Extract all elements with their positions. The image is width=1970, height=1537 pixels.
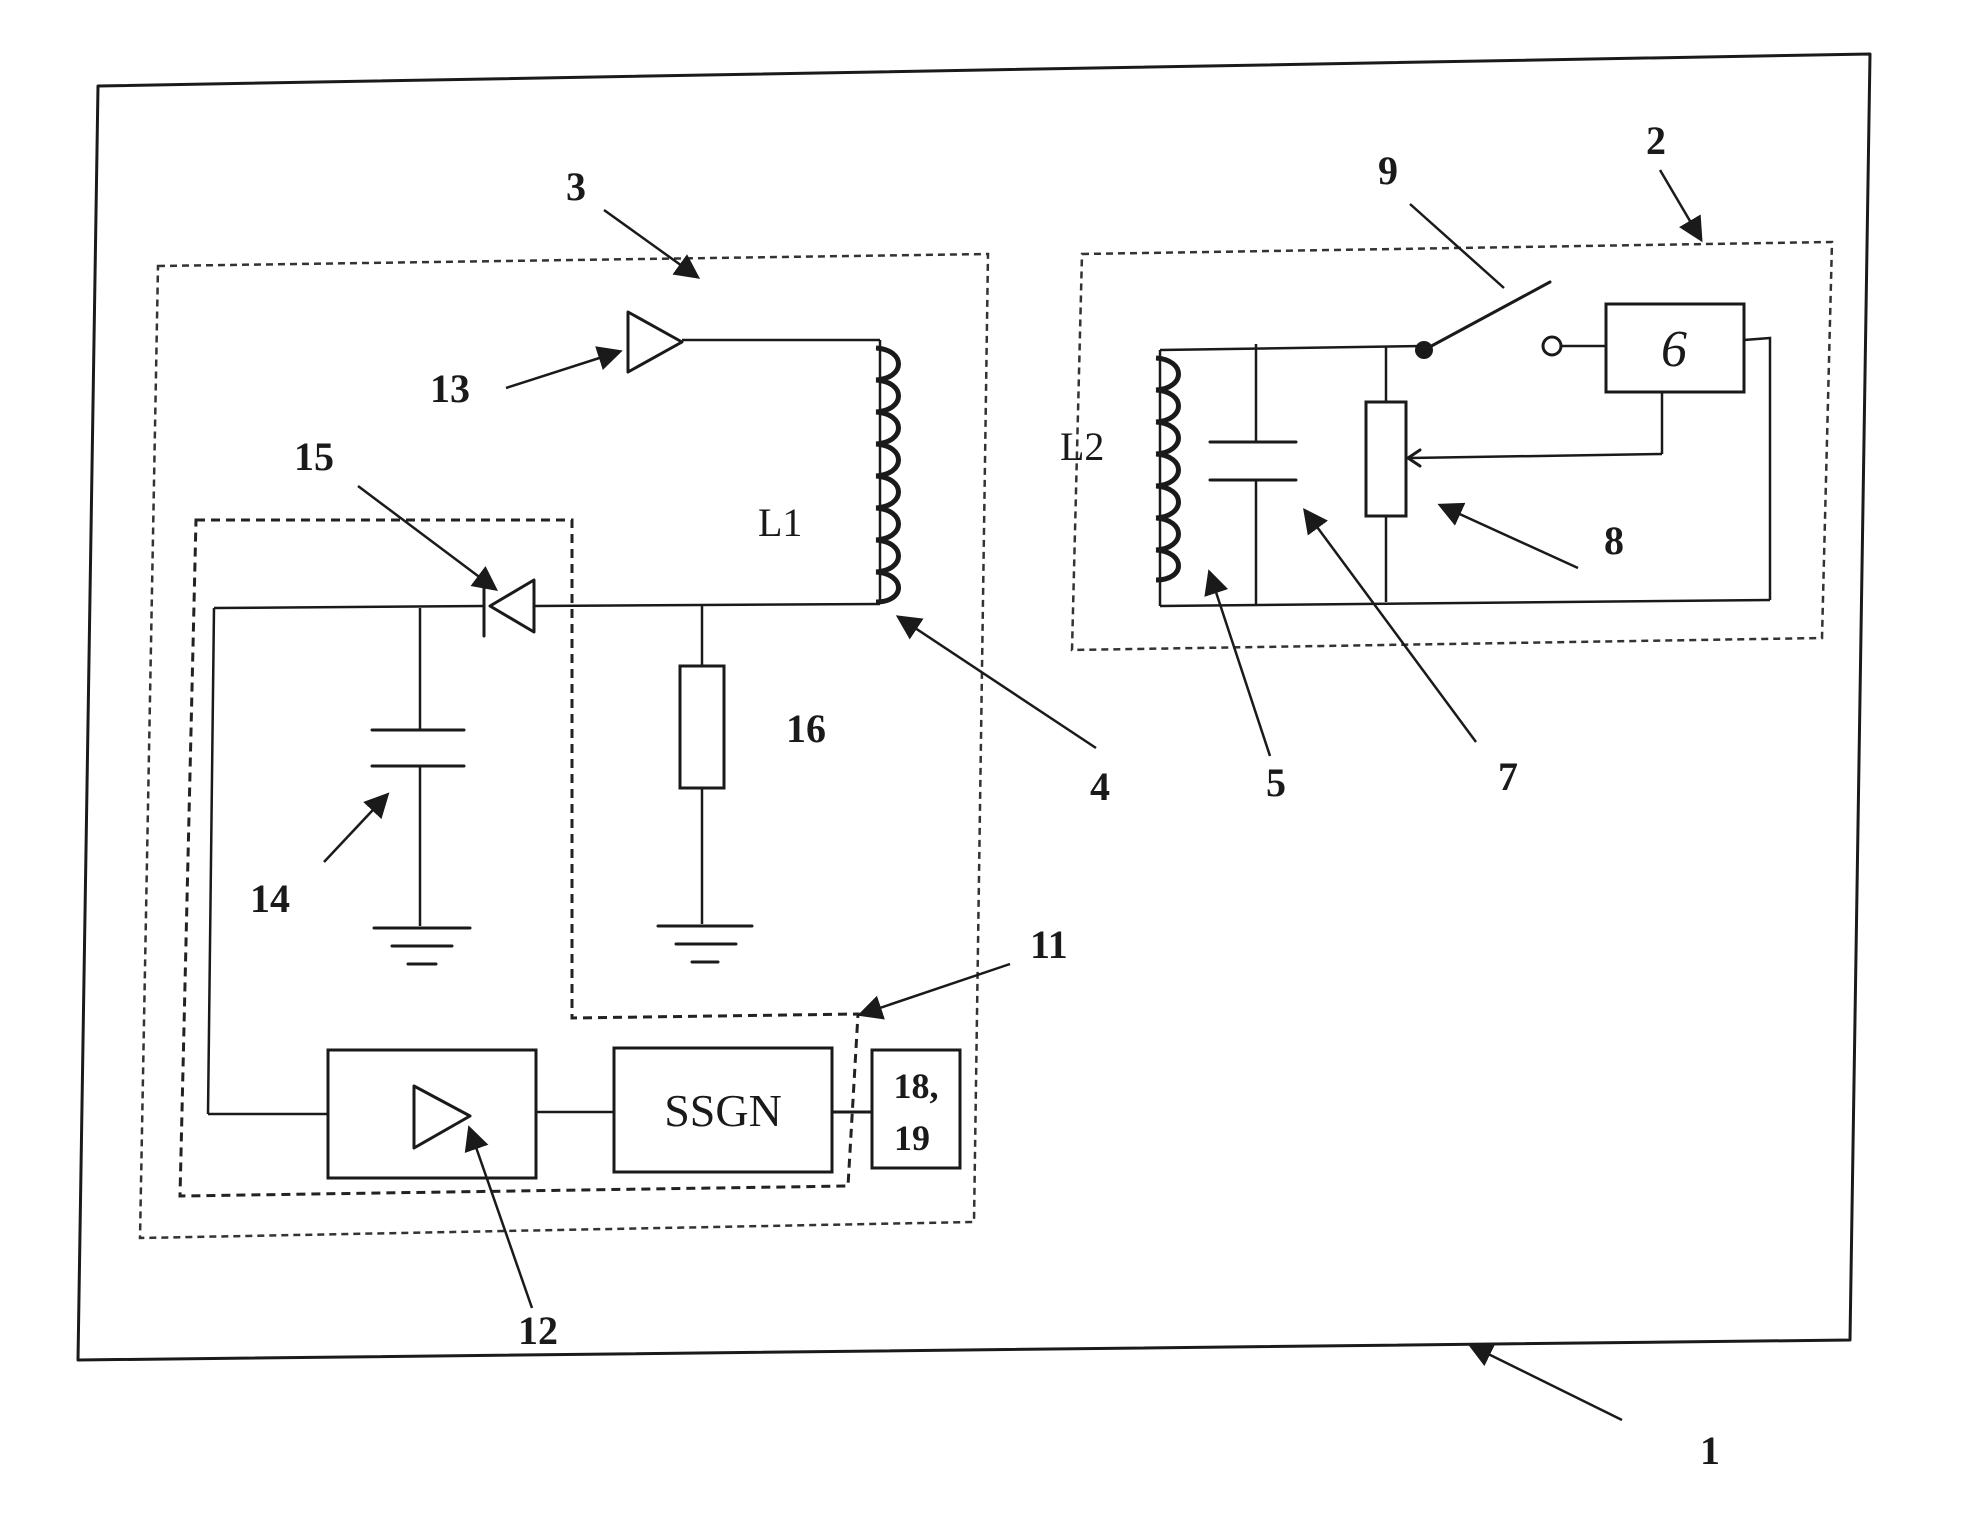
module-3-frame	[140, 254, 988, 1238]
leader-arrow-1	[1472, 1346, 1622, 1420]
coil-l2-symbol	[1156, 350, 1179, 606]
ground-symbol-left	[374, 928, 470, 964]
ref-label-1: 1	[1700, 1428, 1720, 1473]
wire-l2-top	[1160, 346, 1424, 350]
ref-label-2: 2	[1646, 118, 1666, 163]
ref-label-4: 4	[1090, 764, 1110, 809]
wire-coil-to-diode	[534, 604, 880, 606]
block-6-label: 6	[1661, 321, 1687, 378]
amplifier-13-symbol	[628, 312, 682, 372]
block-18-19-line2: 19	[894, 1118, 930, 1158]
ref-label-8: 8	[1604, 518, 1624, 563]
block-18-19-line1: 18,	[894, 1066, 939, 1106]
leader-arrow-7	[1306, 512, 1476, 742]
wire-l2-bottom	[1160, 600, 1770, 606]
switch-9-symbol	[1415, 282, 1606, 359]
ref-label-14: 14	[250, 876, 290, 921]
leader-arrow-14	[324, 796, 386, 862]
ref-label-16: 16	[786, 706, 826, 751]
leader-arrow-4	[900, 618, 1096, 748]
capacitor-7-symbol	[1210, 344, 1296, 604]
wire-left-vertical	[208, 608, 214, 1114]
leader-arrow-9	[1410, 204, 1504, 288]
ref-label-11: 11	[1030, 922, 1068, 967]
ref-label-5: 5	[1266, 760, 1286, 805]
ref-label-15: 15	[294, 434, 334, 479]
ssgn-label: SSGN	[664, 1085, 782, 1136]
ref-label-12: 12	[518, 1308, 558, 1353]
coil-l2-label: L2	[1060, 424, 1104, 469]
coil-l1-label: L1	[758, 500, 802, 545]
wire-diode-to-cap-node	[214, 606, 484, 608]
ref-label-9: 9	[1378, 148, 1398, 193]
leader-arrow-15	[358, 486, 494, 588]
ref-label-3: 3	[566, 164, 586, 209]
leader-arrow-11	[862, 964, 1010, 1014]
resistor-16-symbol	[680, 606, 724, 924]
ref-label-7: 7	[1498, 754, 1518, 799]
leader-arrow-13	[506, 352, 618, 388]
coil-l1-symbol	[876, 340, 899, 604]
leader-arrow-5	[1210, 574, 1270, 756]
wire-block6-right-loop	[1744, 338, 1770, 600]
leader-arrow-2	[1660, 170, 1700, 238]
capacitor-14-symbol	[372, 608, 464, 926]
ref-label-13: 13	[430, 366, 470, 411]
leader-arrow-8	[1442, 506, 1578, 568]
amplifier-12-block	[328, 1050, 536, 1178]
ground-symbol-right	[658, 926, 752, 962]
leader-arrow-3	[604, 210, 696, 276]
